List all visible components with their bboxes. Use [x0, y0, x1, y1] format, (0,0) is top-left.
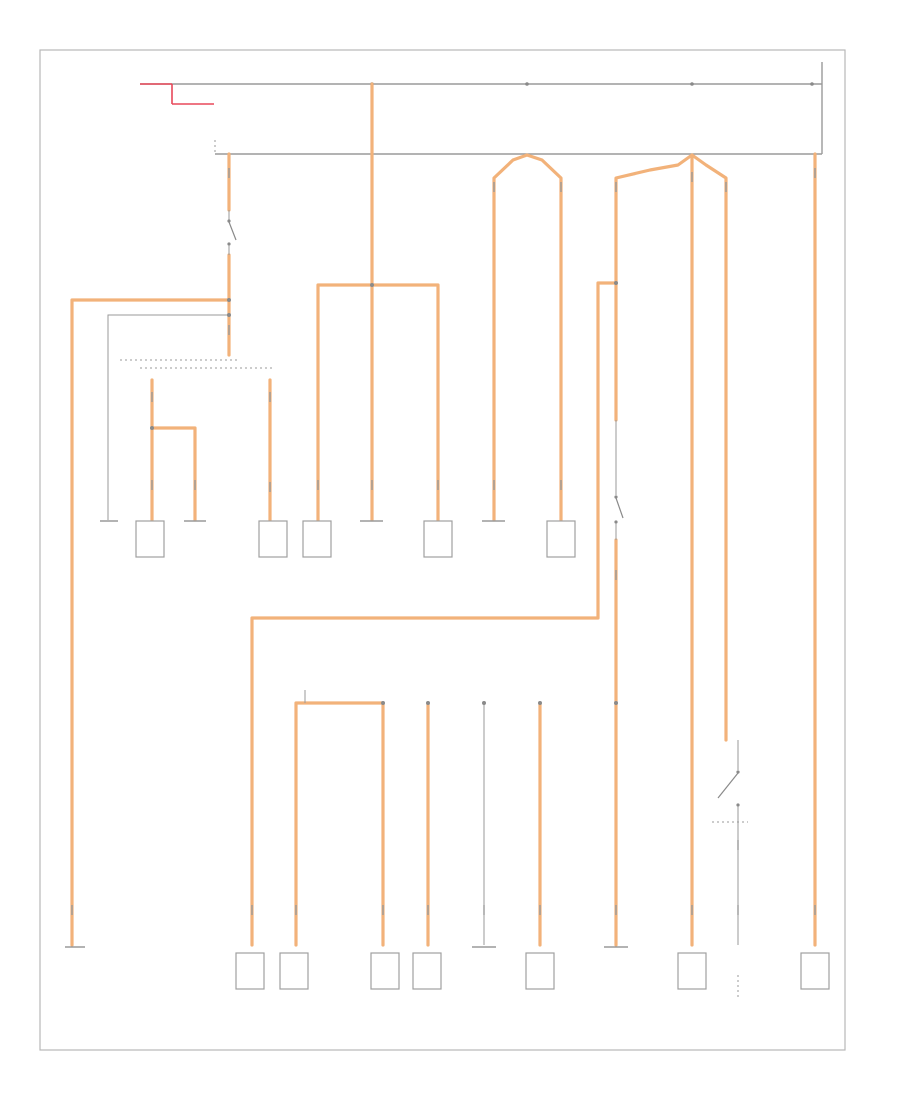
- lower-components: [65, 946, 830, 990]
- fuse-panel: [140, 62, 823, 155]
- connector-ticks: [71, 168, 816, 915]
- circuit-breaker-left: [227, 210, 237, 255]
- ignition-switch: [712, 740, 748, 1000]
- diagram-frame: [39, 49, 846, 1051]
- upper-components: [100, 520, 576, 558]
- power-wires: [70, 82, 817, 947]
- splice-nodes: [120, 281, 618, 705]
- circuit-breaker-right: [614, 420, 624, 540]
- battery-feed: [140, 83, 214, 105]
